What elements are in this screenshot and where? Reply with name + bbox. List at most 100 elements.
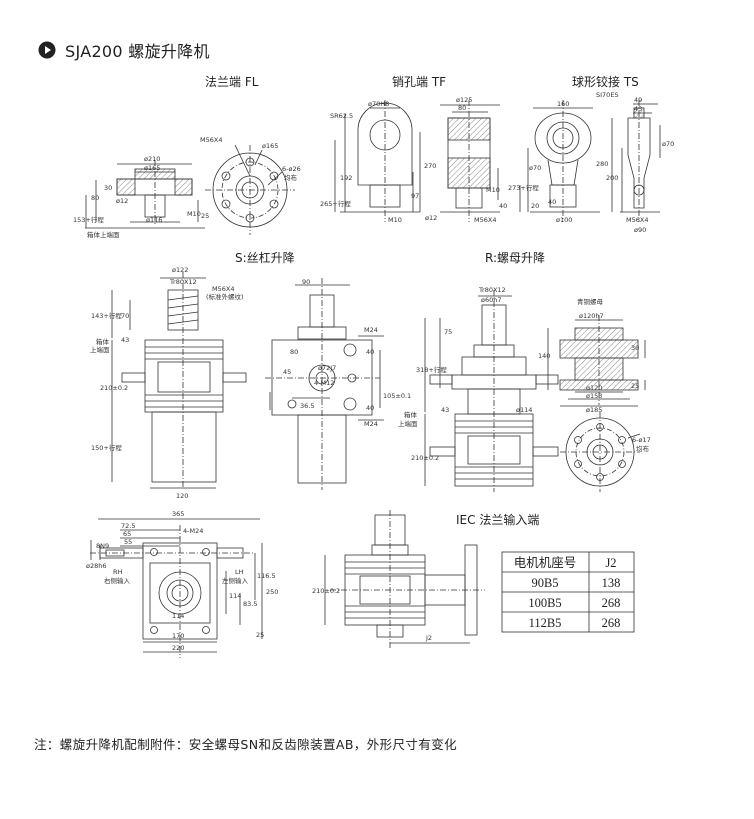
dim-label: M24 [364, 326, 378, 334]
dim-label: ø90 [634, 226, 646, 234]
dim-label: 箱体上端面 [87, 230, 120, 239]
dim-label: ø12 [116, 197, 128, 205]
dim-label: 25 [256, 631, 264, 639]
dim-label: 49 [634, 96, 642, 104]
iec-flange-view [324, 510, 485, 648]
dim-label: ø114 [516, 406, 532, 414]
dim-label: 114 [172, 612, 184, 620]
page-title: SJA200 螺旋升降机 [65, 42, 210, 61]
dim-label: M56X4 [474, 216, 496, 224]
r-title: R:螺母升降 [485, 251, 545, 265]
dim-label: 40 [499, 202, 507, 210]
dim-label: 6-ø26 [282, 165, 301, 173]
dim-label: 153+行程 [73, 215, 104, 224]
dim-label: 4-M24 [183, 527, 203, 535]
dim-label: 青铜螺母 [577, 297, 604, 306]
dim-label: ø28h6 [86, 562, 107, 570]
dim-label: 右侧输入 [104, 576, 131, 585]
dim-label: 192 [340, 174, 352, 182]
dim-label: 273+行程 [508, 183, 539, 192]
dim-label: 8N9 [96, 542, 109, 550]
dim-label: 4-M12 [314, 379, 334, 387]
dim-label: ø120h7 [579, 312, 604, 320]
r-bronze-nut-section [547, 315, 646, 407]
dim-label: 40 [548, 198, 556, 206]
dim-label: 200 [606, 174, 618, 182]
fl-top-view [205, 144, 295, 235]
dim-label: 43 [121, 336, 129, 344]
dim-label: ø122 [172, 266, 188, 274]
dim-label: ø116 [146, 216, 162, 224]
dim-label: 140 [538, 352, 550, 360]
dim-label: RH [113, 568, 123, 576]
dim-label: 65 [123, 530, 131, 538]
bottom-dimensions: 365 72.5 65 55 4-M24 ø28h6 8N9 RH 右侧输入 L… [86, 510, 278, 652]
dim-label: 36.5 [300, 402, 314, 410]
dim-label: 70 [121, 312, 129, 320]
dim-label: J2 [425, 634, 432, 642]
r-front-view [424, 290, 559, 492]
dim-label: M10 [187, 210, 201, 218]
dim-label: ø165 [144, 164, 160, 172]
fl-side-view [85, 160, 205, 229]
dim-label: ø120 [586, 384, 602, 392]
dim-label: ø60h7 [481, 296, 502, 304]
fl-dimensions: M56X4 ø165 6-ø26 均布 ø210 ø165 30 80 ø12 … [73, 136, 301, 239]
dim-label: 25 [631, 382, 639, 390]
dim-label: 170 [172, 632, 184, 640]
motor-frame-table: 电机机座号 J2 90B5 138 100B5 268 112B5 268 [501, 551, 635, 633]
dim-label: M56X4 [200, 136, 222, 144]
table-cell: 268 [602, 596, 621, 610]
ts-front-view [519, 100, 600, 222]
dim-label: 上端面 [90, 345, 110, 354]
dim-label: 365 [172, 510, 184, 518]
dim-label: 55 [124, 538, 132, 546]
dim-label: ø72J7 [318, 364, 336, 372]
dim-label: Tr80X12 [478, 286, 506, 294]
footnote: 注：螺旋升降机配制附件：安全螺母SN和反齿隙装置AB，外形尺寸有变化 [34, 737, 458, 752]
ts-side-view [611, 100, 661, 222]
dim-label: 箱体 [404, 410, 418, 419]
dim-label: 43 [441, 406, 449, 414]
dim-label: 80 [458, 104, 466, 112]
dim-label: 116.5 [257, 572, 276, 580]
dim-label: ø70 [662, 140, 674, 148]
ts-subtitle: SI70ES [596, 91, 619, 99]
title-row: SJA200 螺旋升降机 [38, 37, 210, 63]
dim-label: 均布 [284, 173, 298, 182]
dim-label: 45 [283, 368, 291, 376]
dim-label: 左侧输入 [222, 576, 249, 585]
dim-label: 143+行程 [91, 311, 122, 320]
dim-label: 80 [91, 194, 99, 202]
dim-label: ø125 [456, 96, 472, 104]
dim-label: 75 [444, 328, 452, 336]
dim-label: 83.5 [243, 600, 257, 608]
dim-label: SR62.5 [330, 112, 353, 120]
dim-label: ø100 [556, 216, 572, 224]
dim-label: ø70H8 [368, 100, 389, 108]
dim-label: ø165 [262, 142, 278, 150]
table-header: 电机机座号 [514, 555, 577, 570]
r-dimensions: Tr80X12 ø60h7 75 318+行程 ø114 43 箱体 上端面 2… [398, 286, 651, 462]
table-cell: 90B5 [531, 576, 558, 590]
dim-label: 80 [290, 348, 298, 356]
dim-label: 40 [366, 348, 374, 356]
dim-label: 30 [104, 184, 112, 192]
dim-label: 6-ø17 [632, 436, 651, 444]
dim-label: 40 [366, 404, 374, 412]
dim-label: 105±0.1 [383, 392, 411, 400]
dim-label: ø153 [586, 392, 602, 400]
dim-label: 210±0.2 [411, 454, 439, 462]
dim-label: 90 [302, 278, 310, 286]
s-title: S:丝杠升降 [235, 250, 295, 265]
dim-label: (标准外螺纹) [206, 292, 244, 301]
dim-label: ø185 [586, 406, 602, 414]
iec-dimensions: 210±0.2 J2 [312, 587, 432, 642]
dim-label: 318+行程 [416, 365, 447, 374]
dim-label: 72.5 [121, 522, 135, 530]
dim-label: 114 [229, 592, 241, 600]
dim-label: ø70 [529, 164, 541, 172]
dim-label: 箱体 [96, 337, 110, 346]
dim-label: 160 [557, 100, 569, 108]
